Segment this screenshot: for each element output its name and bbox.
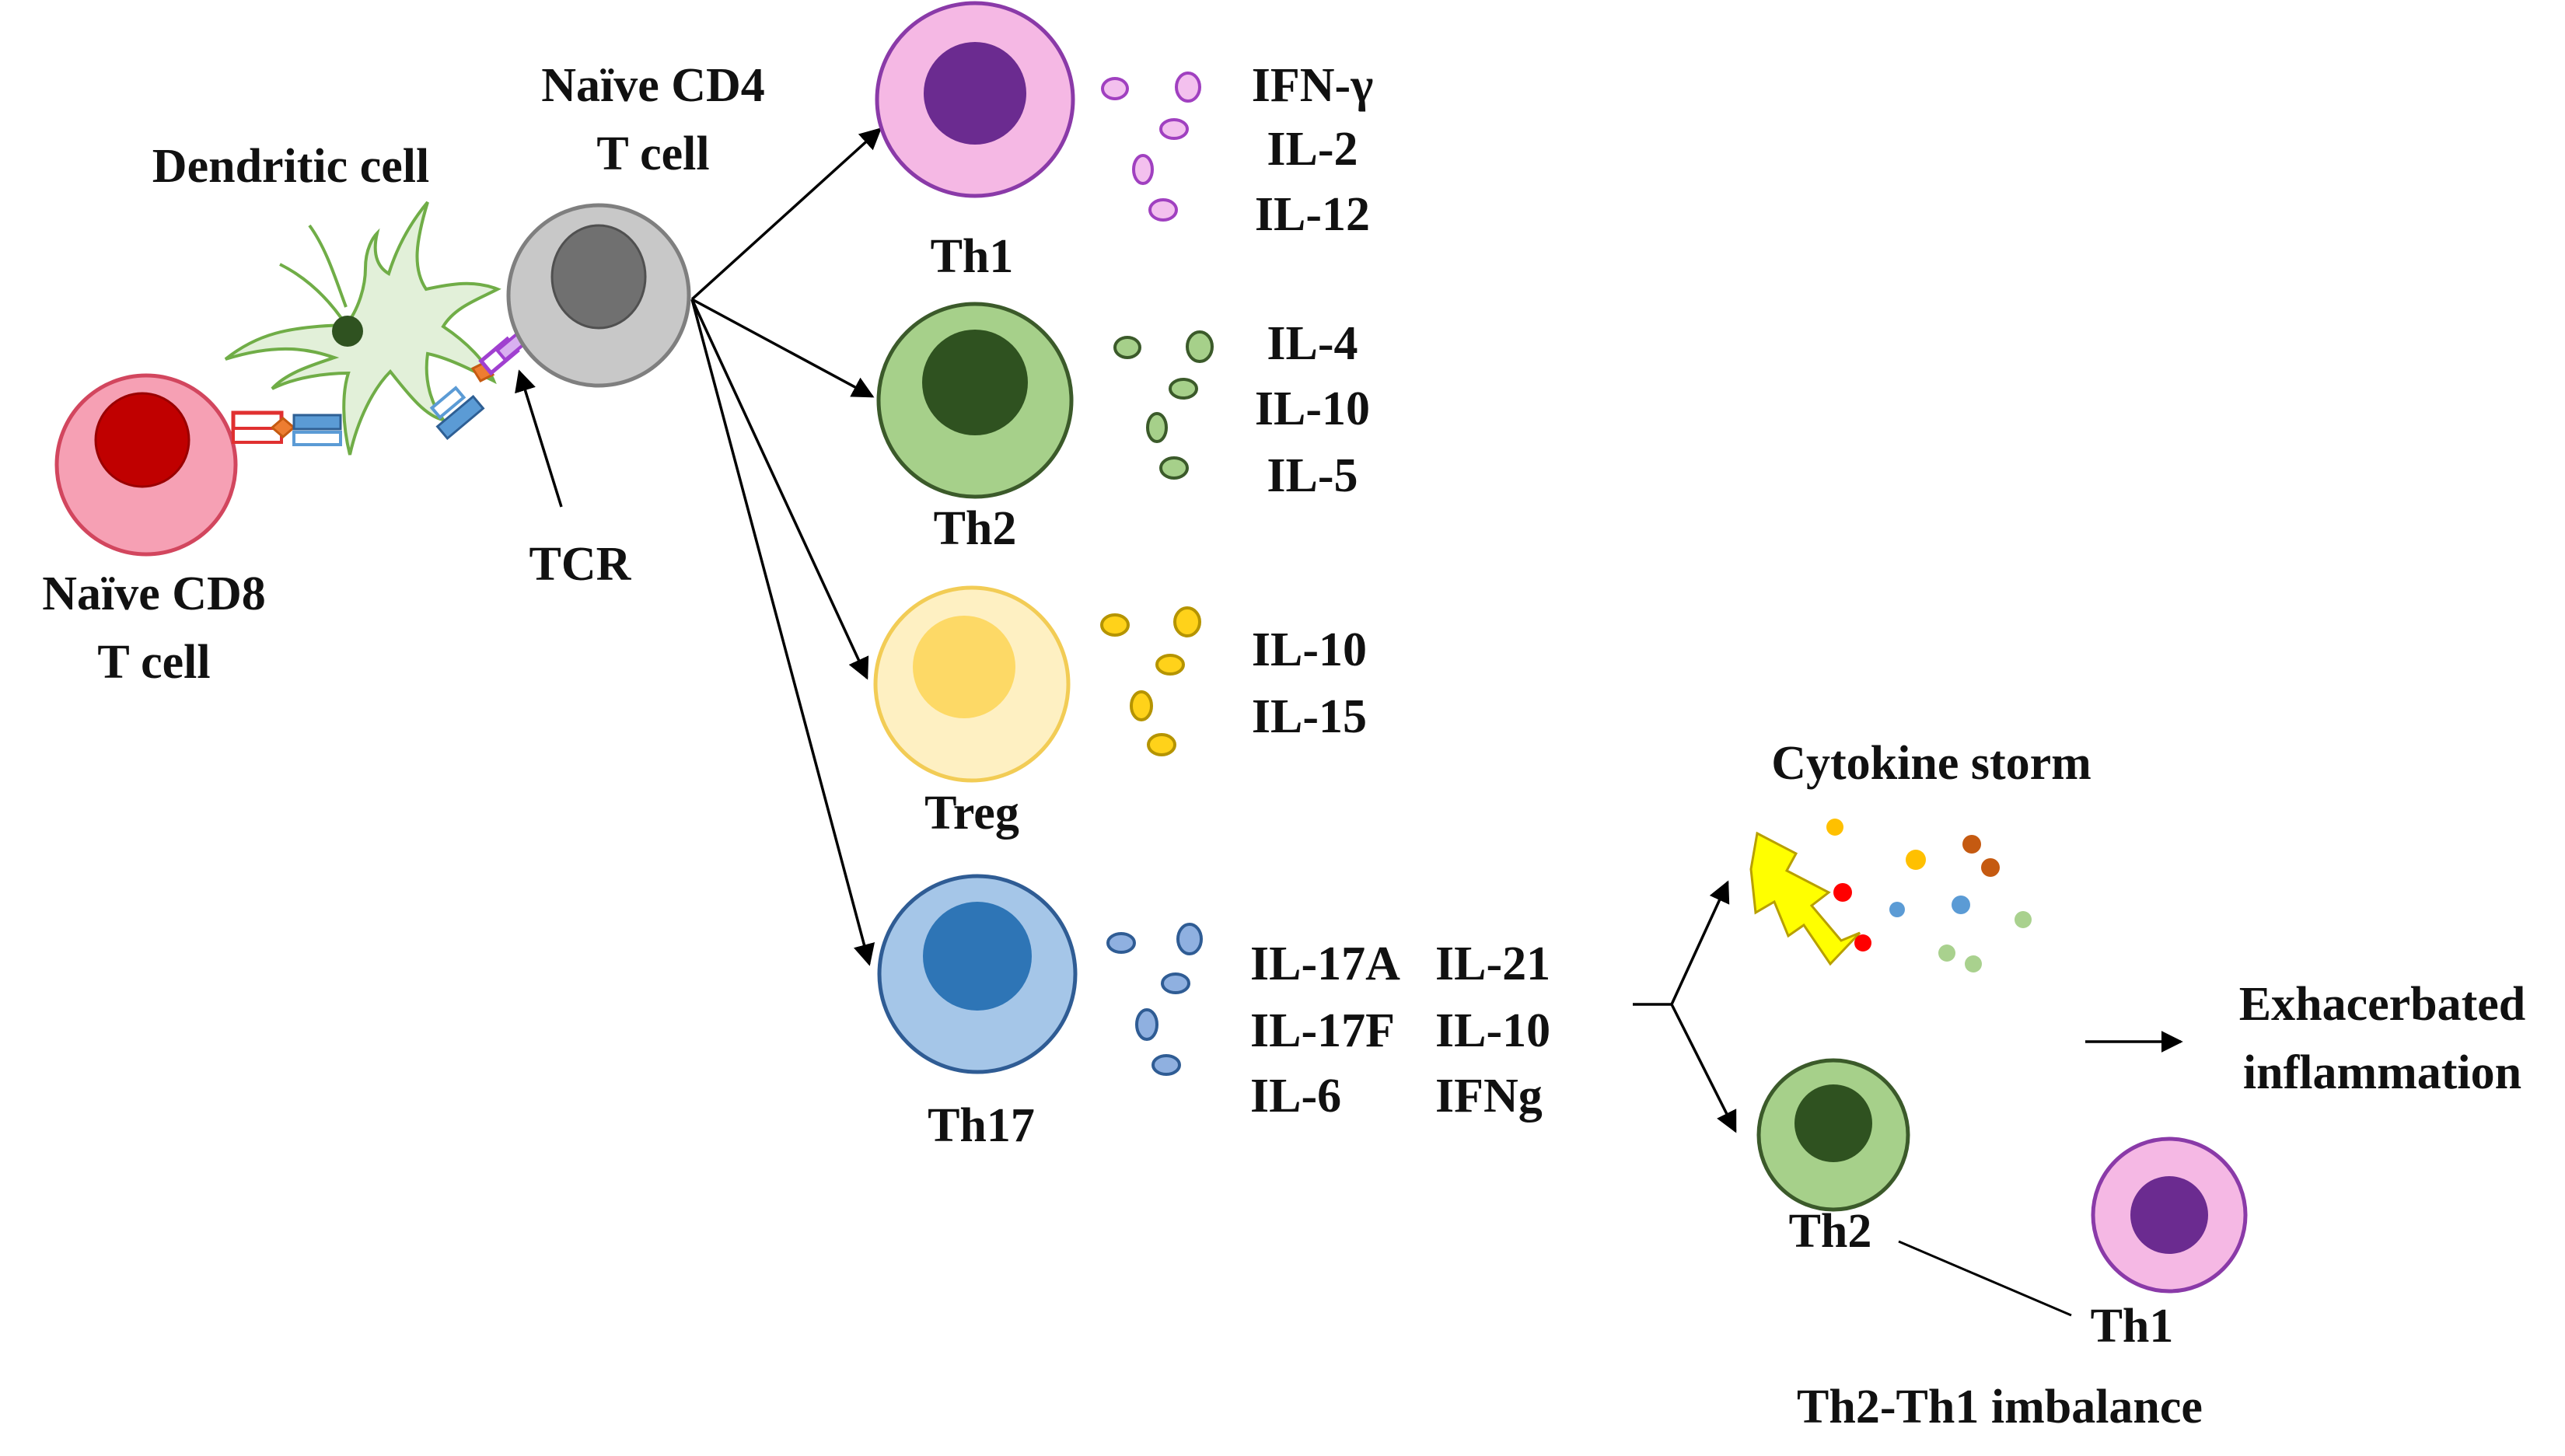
lightning-bolt-icon [1749, 831, 1861, 966]
th2-th1-imbalance-label: Th2-Th1 imbalance [1797, 1381, 2203, 1433]
th17-cytokine-col1-3: IL-6 [1250, 1070, 1341, 1123]
th2-cell [876, 302, 1074, 499]
th1-label: Th1 [931, 230, 1014, 283]
tcr-label: TCR [529, 538, 632, 591]
naive-cd4-label-line2: T cell [596, 127, 709, 180]
th2-cytokine-1: IL-4 [1267, 317, 1358, 370]
naive-cd8-t-cell [54, 373, 238, 557]
th17-cell [877, 874, 1078, 1074]
treg-cytokine-1: IL-10 [1252, 623, 1367, 676]
th2-cytokine-2: IL-10 [1255, 382, 1370, 435]
th2-small-label: Th2 [1789, 1205, 1872, 1258]
th17-cytokine-col2-3: IFNg [1435, 1070, 1543, 1123]
dendritic-cell-label: Dendritic cell [152, 140, 429, 193]
th2-small-cell [1756, 1058, 1910, 1212]
naive-cd4-label-line1: Naïve CD4 [541, 59, 765, 112]
th17-cytokine-particles [1106, 923, 1203, 1076]
treg-cytokine-particles [1100, 606, 1201, 756]
th1-cytokine-3: IL-12 [1255, 188, 1370, 241]
cytokine-storm-label: Cytokine storm [1771, 737, 2091, 790]
exacerbated-inflammation-line2: inflammation [2243, 1046, 2521, 1099]
th17-cytokine-col2-2: IL-10 [1435, 1004, 1550, 1057]
th2-cytokine-3: IL-5 [1267, 449, 1358, 502]
differentiation-arrows [690, 127, 882, 966]
tcr-complex [429, 328, 532, 441]
dendritic-cell [224, 201, 501, 456]
th1-cytokine-particles [1101, 72, 1201, 222]
treg-label: Treg [924, 787, 1019, 840]
th2-cytokine-particles [1113, 330, 1214, 480]
naive-cd8-label-line1: Naïve CD8 [42, 567, 266, 620]
th1-cytokine-1: IFN-γ [1252, 59, 1373, 112]
th17-cytokine-col1-2: IL-17F [1250, 1004, 1395, 1057]
fork-connector [1633, 880, 1737, 1133]
th1-cytokine-2: IL-2 [1267, 123, 1358, 176]
cytokine-storm-dots [1826, 819, 2032, 972]
treg-cytokine-2: IL-15 [1252, 690, 1367, 743]
th17-cytokine-col1-1: IL-17A [1250, 937, 1400, 990]
th17-cytokine-col2-1: IL-21 [1435, 937, 1550, 990]
th1-cell [875, 1, 1075, 198]
exacerbated-inflammation-line1: Exhacerbated [2239, 978, 2526, 1031]
treg-cell [873, 585, 1071, 783]
cd8-receptor-complex [231, 410, 342, 446]
imbalance-connector [1898, 1240, 2072, 1317]
naive-cd4-t-cell [506, 203, 691, 388]
th2-label: Th2 [934, 502, 1017, 555]
th1-small-label: Th1 [2091, 1300, 2174, 1353]
th17-label: Th17 [928, 1099, 1035, 1152]
naive-cd8-label-line2: T cell [97, 636, 210, 689]
th1-small-cell [2091, 1137, 2248, 1294]
tcr-arrow [515, 369, 563, 508]
